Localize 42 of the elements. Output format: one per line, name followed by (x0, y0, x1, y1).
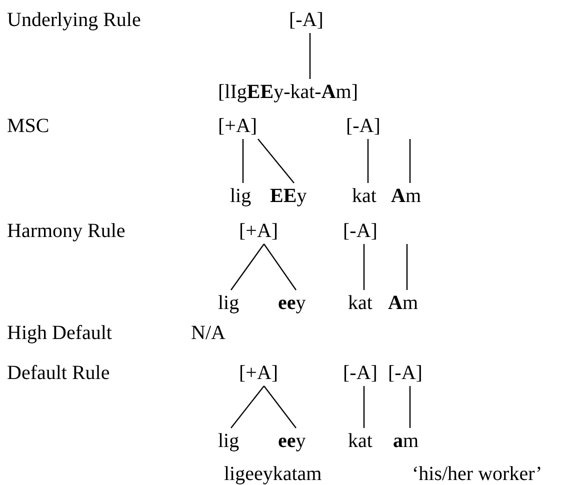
row-label: High Default (7, 323, 112, 343)
feature-text: am (393, 429, 419, 453)
feature-text: lig (230, 184, 252, 208)
feature-text: [+A] (239, 219, 278, 243)
association-line (409, 386, 411, 428)
feature-text: Am (388, 291, 418, 315)
feature-text: eey (278, 291, 306, 315)
gloss-text: ‘his/her worker’ (412, 464, 542, 484)
feature-text: [-A] (289, 8, 324, 32)
feature-text: lig (218, 429, 240, 453)
association-line (258, 138, 294, 184)
association-line (264, 244, 296, 290)
association-line (363, 386, 365, 428)
association-line (230, 386, 264, 428)
feature-text: kat (348, 429, 372, 453)
feature-text: eey (278, 429, 306, 453)
row-label: Underlying Rule (7, 10, 141, 30)
feature-text: EEy (270, 184, 307, 208)
feature-text: [-A] (343, 219, 378, 243)
association-line (363, 244, 365, 290)
association-line (242, 139, 244, 183)
feature-text: [lIgEEy-kat-Am] (218, 80, 358, 104)
feature-text: kat (348, 291, 372, 315)
association-line (406, 244, 408, 290)
row-label: Harmony Rule (7, 221, 126, 241)
feature-text: kat (352, 184, 376, 208)
feature-text: lig (218, 291, 240, 315)
association-line (367, 139, 369, 183)
feature-text: [-A] (388, 361, 422, 385)
association-line (309, 33, 311, 79)
feature-text: [-A] (343, 361, 378, 385)
not-applicable-text: N/A (191, 323, 226, 343)
feature-text: [-A] (346, 114, 380, 138)
association-line (264, 386, 296, 428)
row-label: MSC (7, 116, 50, 136)
word-form: ligeeykatam (224, 464, 322, 484)
row-label: Default Rule (7, 363, 110, 383)
feature-text: Am (391, 184, 422, 208)
feature-text: [+A] (239, 361, 278, 385)
feature-text: [+A] (218, 114, 258, 138)
association-line (230, 244, 264, 290)
association-line (409, 139, 411, 183)
